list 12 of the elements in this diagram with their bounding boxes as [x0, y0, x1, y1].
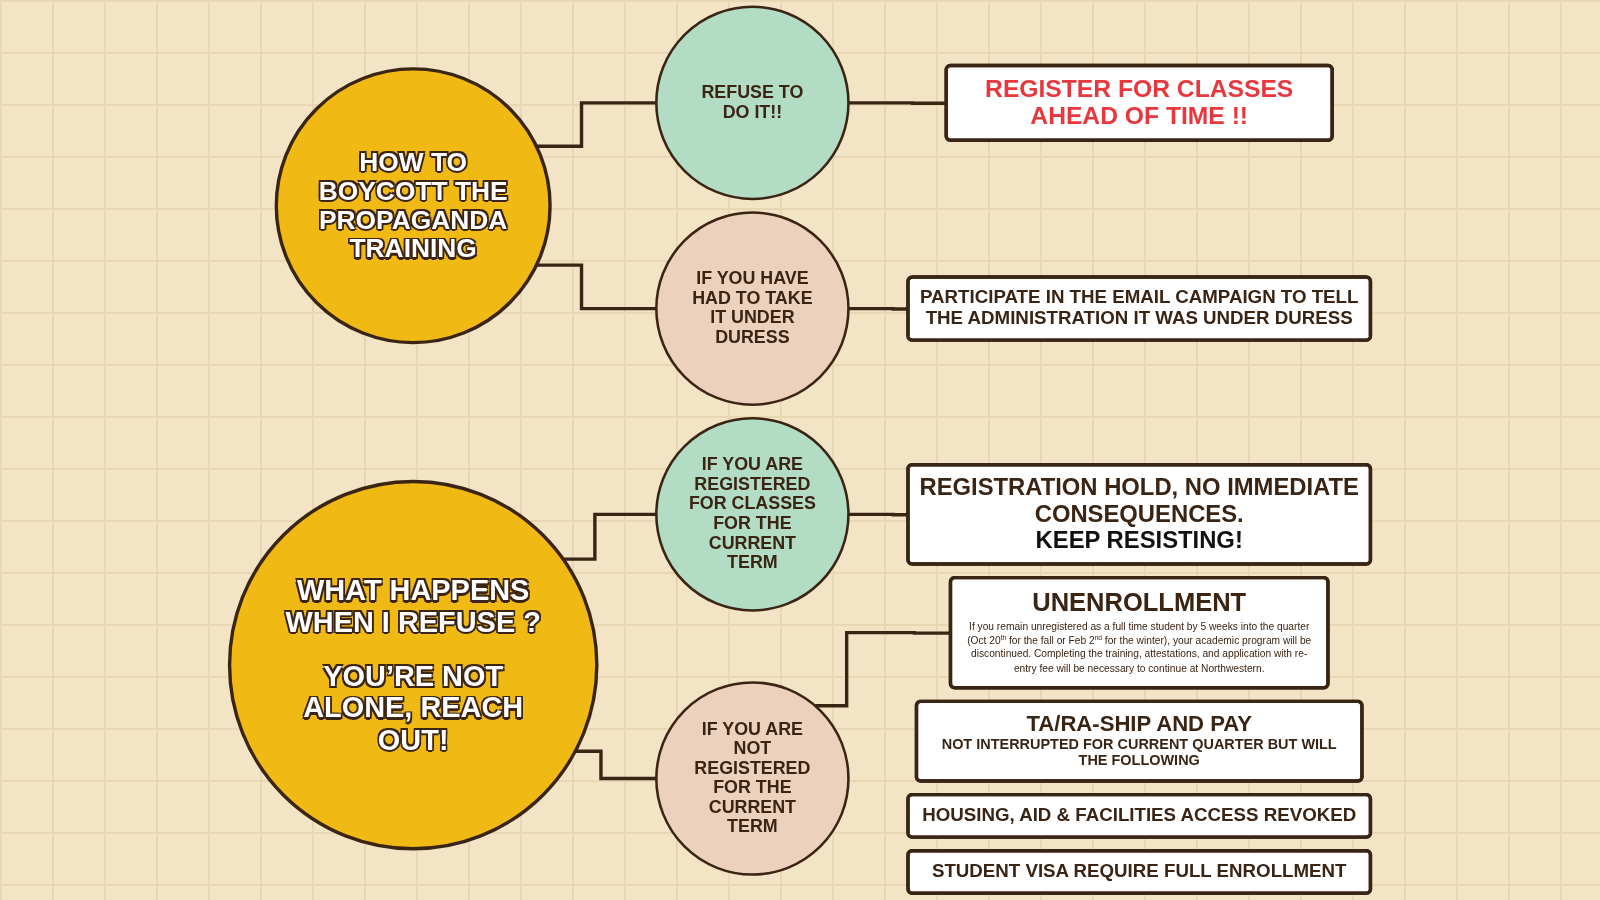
node-circle: HOW TO BOYCOTT THE PROPAGANDA TRAINING [274, 67, 552, 345]
node-circle: REFUSE TO DO IT!! [655, 5, 850, 201]
node-circle: WHAT HAPPENS WHEN I REFUSE ? YOU’RE NOT ALONE, REACH OUT! [227, 479, 599, 851]
node-circle: IF YOU ARE REGISTERED FOR CLASSES FOR THE CURRENT TERM [655, 417, 850, 612]
connector [575, 749, 657, 781]
node-circle: IF YOU HAVE HAD TO TAKE IT UNDER DURESS [655, 211, 850, 406]
connector [536, 101, 657, 148]
node-circle: IF YOU ARE NOT REGISTERED FOR THE CURRENT TERM [655, 681, 850, 876]
connector [563, 512, 657, 561]
connector [848, 512, 909, 517]
connector [848, 306, 909, 311]
connector [536, 263, 657, 311]
